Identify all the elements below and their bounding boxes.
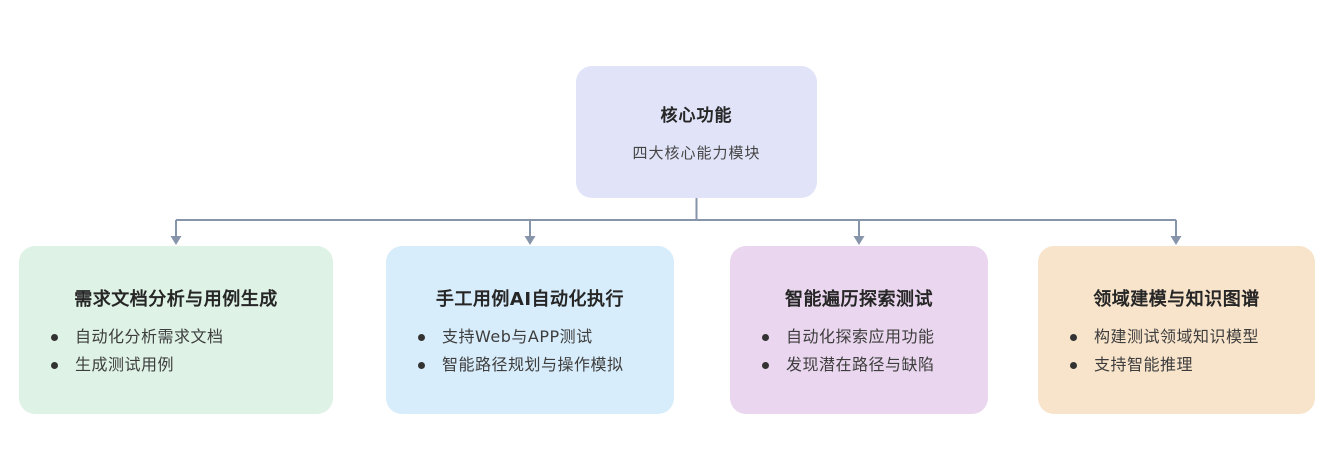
bullet-item: 自动化分析需求文档 [19,323,333,351]
bullet-item: 支持Web与APP测试 [386,323,674,351]
card-bullet-list: 支持Web与APP测试 智能路径规划与操作模拟 [386,323,674,379]
card-bullet-list: 自动化探索应用功能 发现潜在路径与缺陷 [730,323,988,379]
card-title: 领域建模与知识图谱 [1093,289,1260,310]
root-node-subtitle: 四大核心能力模块 [632,144,761,162]
card-intelligent-traversal-testing: 智能遍历探索测试 自动化探索应用功能 发现潜在路径与缺陷 [730,246,988,414]
bullet-item: 发现潜在路径与缺陷 [730,351,988,379]
bullet-item: 生成测试用例 [19,351,333,379]
card-bullet-list: 自动化分析需求文档 生成测试用例 [19,323,333,379]
card-bullet-list: 构建测试领域知识模型 支持智能推理 [1038,323,1315,379]
bullet-item: 智能路径规划与操作模拟 [386,351,674,379]
bullet-item: 自动化探索应用功能 [730,323,988,351]
card-domain-modeling-knowledge-graph: 领域建模与知识图谱 构建测试领域知识模型 支持智能推理 [1038,246,1315,414]
root-node-core-features: 核心功能 四大核心能力模块 [576,66,817,198]
card-title: 需求文档分析与用例生成 [74,289,278,310]
card-manual-case-ai-execution: 手工用例AI自动化执行 支持Web与APP测试 智能路径规划与操作模拟 [386,246,674,414]
bullet-item: 构建测试领域知识模型 [1038,323,1315,351]
card-requirements-analysis: 需求文档分析与用例生成 自动化分析需求文档 生成测试用例 [19,246,333,414]
card-title: 智能遍历探索测试 [785,289,933,310]
arrowhead-down-icon [853,236,865,245]
arrowhead-down-icon [170,236,182,245]
card-title: 手工用例AI自动化执行 [435,289,625,310]
arrowhead-down-icon [1170,236,1182,245]
bullet-item: 支持智能推理 [1038,351,1315,379]
arrowhead-down-icon [524,236,536,245]
root-node-title: 核心功能 [660,106,733,126]
